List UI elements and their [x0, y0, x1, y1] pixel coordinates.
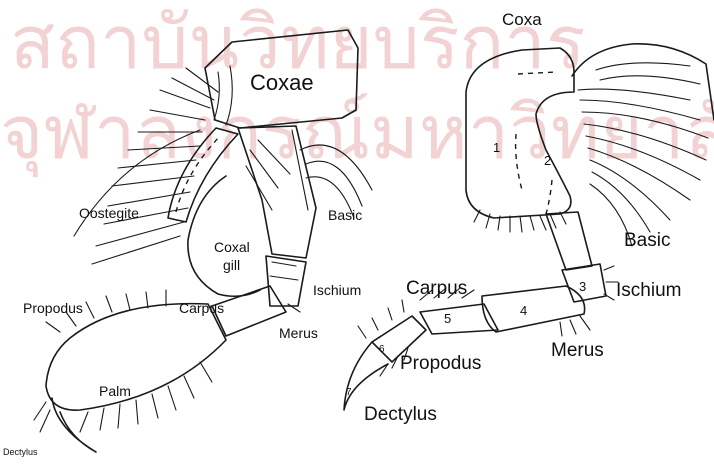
- segment-number-7: 7: [346, 387, 352, 398]
- label-dectylus-right: Dectylus: [364, 404, 437, 425]
- label-gill: gill: [223, 257, 240, 273]
- label-coxae: Coxae: [250, 70, 314, 95]
- label-propodus-right: Propodus: [400, 353, 481, 374]
- label-coxa: Coxa: [502, 10, 542, 29]
- segment-number-4: 4: [520, 303, 527, 318]
- label-dectylus-left: Dectylus: [3, 447, 38, 457]
- segment-number-5: 5: [444, 311, 451, 326]
- segment-number-3: 3: [579, 279, 586, 294]
- label-merus-left: Merus: [279, 325, 318, 341]
- segment-number-1: 1: [493, 140, 500, 155]
- label-palm: Palm: [99, 383, 131, 399]
- label-basic-left: Basic: [328, 207, 362, 223]
- label-carpus-right: Carpus: [406, 278, 467, 299]
- segment-number-6: 6: [379, 344, 385, 355]
- segment-number-2: 2: [544, 153, 551, 168]
- label-ischium-right: Ischium: [616, 280, 681, 301]
- label-merus-right: Merus: [551, 340, 604, 361]
- label-oostegite: Oostegite: [79, 205, 139, 221]
- label-carpus-left: Carpus: [179, 300, 224, 316]
- label-ischium-left: Ischium: [313, 282, 361, 298]
- label-coxal: Coxal: [214, 239, 250, 255]
- label-propodus-left: Propodus: [23, 300, 83, 316]
- label-basic-right: Basic: [624, 230, 670, 251]
